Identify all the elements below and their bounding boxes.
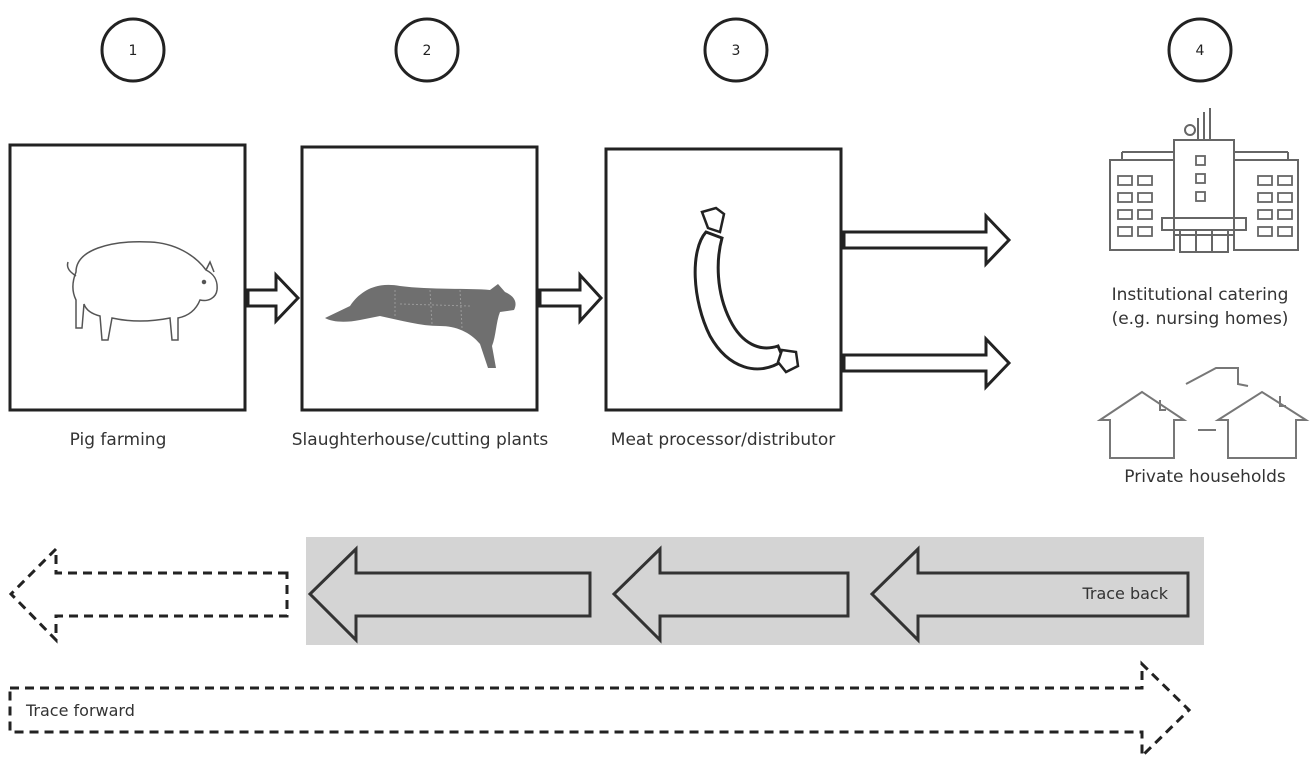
trace-forward-arrow	[8, 660, 1192, 760]
step-4-number: 4	[1167, 17, 1233, 83]
households-label: Private households	[1124, 467, 1286, 487]
svg-text:2: 2	[423, 43, 432, 59]
step-1-box	[8, 143, 247, 412]
catering-label-line2: (e.g. nursing homes)	[1112, 309, 1289, 329]
arrow-1-to-2	[246, 271, 301, 325]
trace-back-label: Trace back	[1081, 584, 1168, 603]
svg-text:3: 3	[732, 43, 741, 59]
step-2-number: 2	[394, 17, 460, 83]
arrow-2-to-3	[538, 271, 604, 325]
pig-carcass-icon	[325, 284, 516, 368]
step-2-label: Slaughterhouse/cutting plants	[292, 430, 549, 450]
catering-label-line1: Institutional catering	[1112, 285, 1289, 305]
step-1-number: 1	[100, 17, 166, 83]
arrow-3-to-households	[842, 335, 1012, 391]
step-3-number: 3	[703, 17, 769, 83]
trace-back-arrow-3	[869, 545, 1190, 644]
svg-text:1: 1	[129, 43, 138, 59]
step-2-box	[300, 145, 539, 412]
building-icon	[1109, 108, 1299, 253]
svg-text:4: 4	[1196, 43, 1205, 59]
step-3-box	[604, 147, 843, 412]
trace-forward-label: Trace forward	[25, 701, 135, 720]
houses-icon	[1096, 367, 1310, 459]
trace-back-dashed-arrow	[8, 545, 289, 644]
arrow-3-to-catering	[842, 212, 1012, 268]
sausage-icon	[693, 206, 800, 374]
pig-icon	[66, 241, 218, 341]
trace-back-arrow-1	[307, 545, 592, 644]
step-3-label: Meat processor/distributor	[611, 430, 835, 450]
trace-back-arrow-2	[611, 545, 850, 644]
step-1-label: Pig farming	[70, 430, 167, 450]
